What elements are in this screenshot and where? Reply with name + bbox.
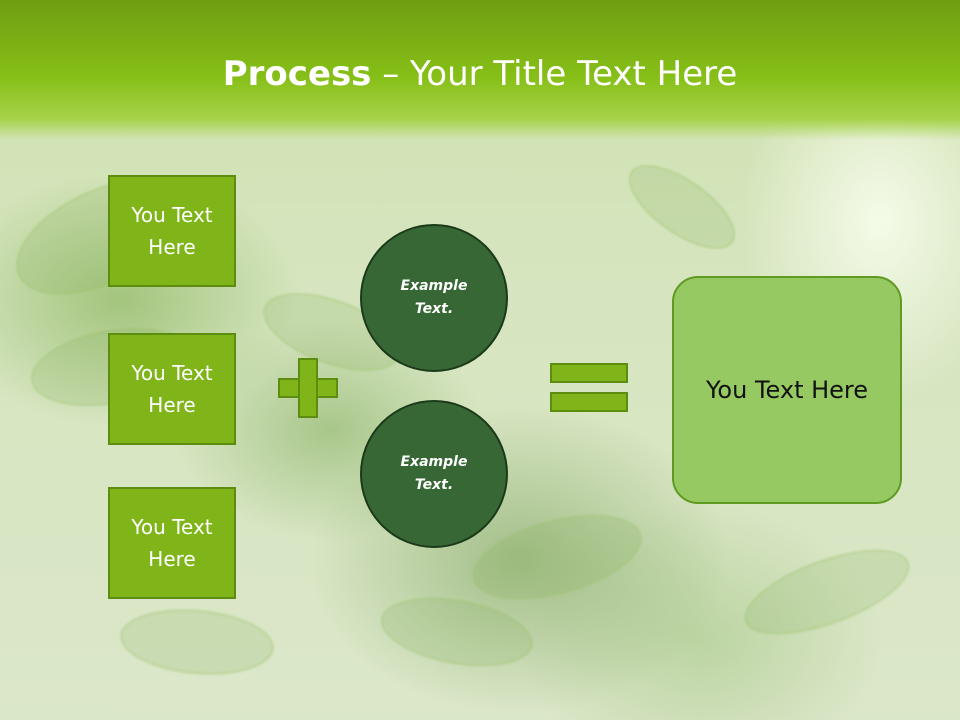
result-box-label: You Text Here <box>705 376 869 404</box>
text-box-2-label: You Text Here <box>131 361 213 417</box>
text-box-1[interactable]: You Text Here <box>108 175 236 287</box>
plus-vertical-bar <box>298 358 318 418</box>
text-box-3-label: You Text Here <box>131 515 213 571</box>
slide-title: Process – Your Title Text Here <box>0 52 960 96</box>
circle-1[interactable]: Example Text. <box>360 224 508 372</box>
equals-top-bar <box>550 363 628 383</box>
equals-bottom-bar <box>550 392 628 412</box>
text-box-1-label: You Text Here <box>131 203 213 259</box>
title-bar <box>0 0 960 140</box>
title-bold: Process <box>222 54 372 94</box>
circle-1-label: Example Text. <box>400 278 468 317</box>
circle-2[interactable]: Example Text. <box>360 400 508 548</box>
result-box[interactable]: You Text Here <box>672 276 902 504</box>
text-box-2[interactable]: You Text Here <box>108 333 236 445</box>
title-rest: – Your Title Text Here <box>371 54 738 94</box>
text-box-3[interactable]: You Text Here <box>108 487 236 599</box>
plus-icon <box>278 358 338 418</box>
circle-2-label: Example Text. <box>400 454 468 493</box>
